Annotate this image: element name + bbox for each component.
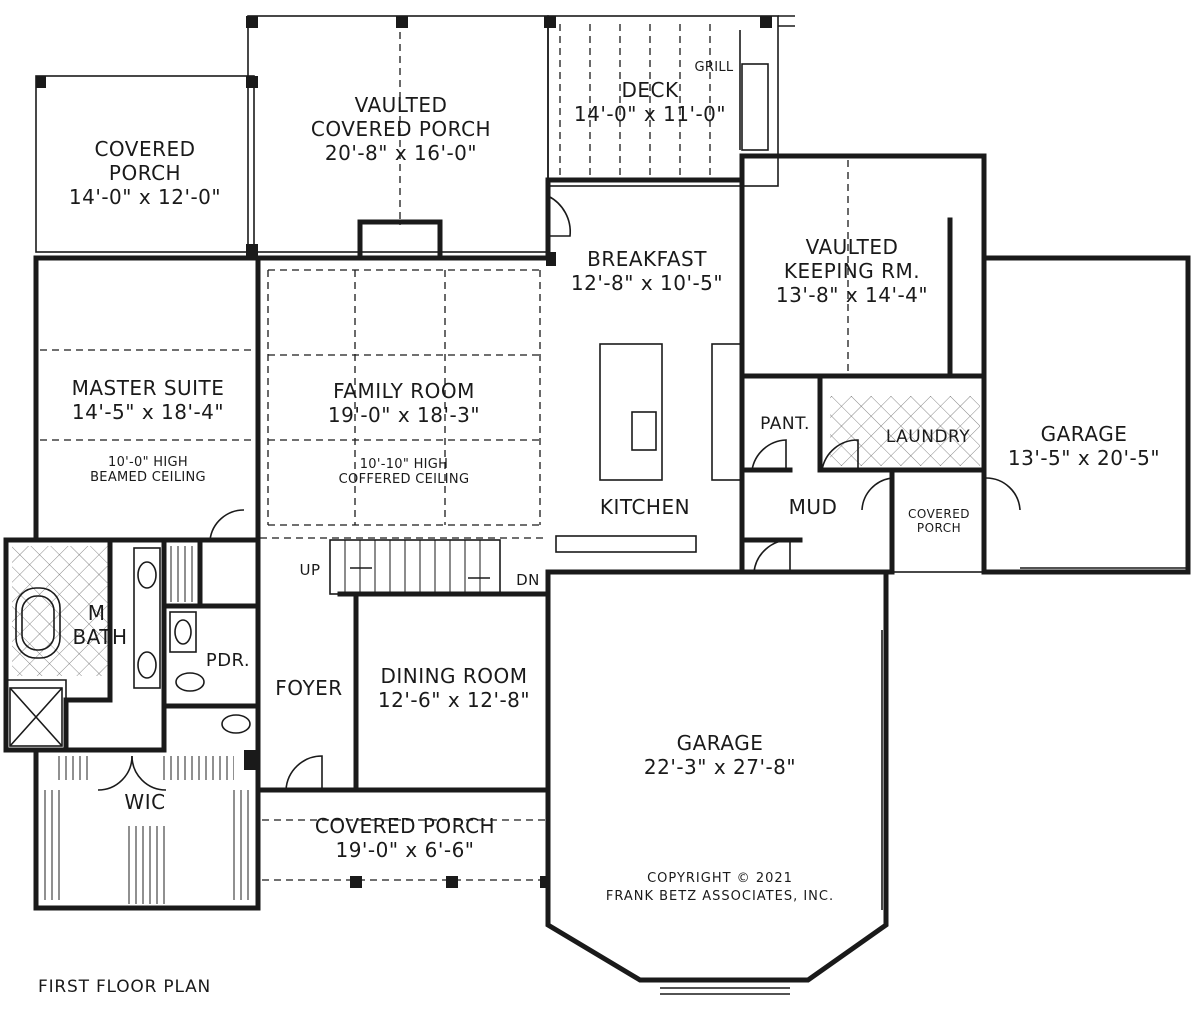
- ceiling-note-line: 10'-0" HIGH: [108, 455, 188, 470]
- room-mud: MUD: [788, 495, 838, 519]
- stairs-down-label: DN: [516, 571, 540, 589]
- plan-title: FIRST FLOOR PLAN: [38, 977, 212, 997]
- room-covered-porch-nw: COVERED PORCH 14'-0" x 12'-0": [50, 137, 240, 209]
- room-dimensions: 19'-0" x 6'-6": [335, 838, 475, 862]
- door-swings: [97, 195, 1021, 791]
- room-dimensions: 20'-8" x 16'-0": [324, 141, 478, 165]
- room-name-line: COVERED: [907, 507, 971, 521]
- room-breakfast: BREAKFAST 12'-8" x 10'-5": [562, 247, 732, 295]
- copyright-line: FRANK BETZ ASSOCIATES, INC.: [605, 889, 835, 904]
- room-family: FAMILY ROOM 19'-0" x 18'-3": [300, 379, 508, 427]
- ceiling-note-line: BEAMED CEILING: [90, 470, 206, 485]
- kitchen-fixtures: [555, 343, 743, 553]
- room-name: MASTER SUITE: [71, 376, 225, 400]
- room-deck: DECK 14'-0" x 11'-0": [560, 78, 740, 126]
- room-covered-porch-front: COVERED PORCH 19'-0" x 6'-6": [300, 814, 510, 862]
- master-ceiling-note: 10'-0" HIGH BEAMED CEILING: [60, 455, 236, 485]
- room-dimensions: 13'-5" x 20'-5": [1007, 446, 1161, 470]
- room-dining: DINING ROOM 12'-6" x 12'-8": [362, 664, 546, 712]
- copyright-line: COPYRIGHT © 2021: [647, 871, 793, 886]
- room-foyer: FOYER: [275, 676, 343, 700]
- family-ceiling-note: 10'-10" HIGH COFFERED CEILING: [320, 457, 488, 487]
- misc-lines: [244, 252, 1186, 995]
- room-master-bath: M. BATH: [60, 601, 140, 649]
- room-name: GARAGE: [1040, 422, 1128, 446]
- room-name-line: M.: [87, 601, 113, 625]
- room-name-line: COVERED: [94, 137, 196, 161]
- room-name: BREAKFAST: [587, 247, 707, 271]
- room-garage-main: GARAGE 22'-3" x 27'-8": [630, 731, 810, 779]
- room-dimensions: 14'-0" x 11'-0": [573, 102, 727, 126]
- room-name-line: PORCH: [108, 161, 182, 185]
- room-vaulted-covered-porch: VAULTED COVERED PORCH 20'-8" x 16'-0": [296, 93, 506, 165]
- ceiling-lines: [40, 160, 849, 881]
- copyright-notice: COPYRIGHT © 2021 FRANK BETZ ASSOCIATES, …: [570, 870, 870, 906]
- room-name: COVERED PORCH: [314, 814, 496, 838]
- room-name: DINING ROOM: [380, 664, 528, 688]
- room-dimensions: 19'-0" x 18'-3": [327, 403, 481, 427]
- room-laundry: LAUNDRY: [885, 427, 971, 447]
- room-powder: PDR.: [205, 650, 251, 671]
- room-keeping: VAULTED KEEPING RM. 13'-8" x 14'-4": [762, 235, 942, 307]
- room-kitchen: KITCHEN: [599, 495, 691, 519]
- room-master-suite: MASTER SUITE 14'-5" x 18'-4": [50, 376, 246, 424]
- ceiling-note-line: COFFERED CEILING: [338, 472, 470, 487]
- room-covered-porch-small: COVERED PORCH: [896, 507, 982, 535]
- room-dimensions: 14'-0" x 12'-0": [68, 185, 222, 209]
- room-pantry: PANT.: [760, 414, 810, 434]
- room-name-line: PORCH: [916, 521, 962, 535]
- room-wic: WIC: [124, 790, 166, 814]
- room-name-line: BATH: [72, 625, 128, 649]
- room-dimensions: 12'-6" x 12'-8": [377, 688, 531, 712]
- room-name-line: VAULTED: [354, 93, 448, 117]
- ceiling-note-line: 10'-10" HIGH: [359, 457, 449, 472]
- bath-fixtures: [9, 547, 251, 747]
- stairs: [329, 539, 501, 595]
- grill-label: GRILL: [694, 60, 734, 75]
- exterior-walls: [3, 153, 1191, 983]
- closet-rods: [40, 546, 254, 904]
- room-dimensions: 13'-8" x 14'-4": [775, 283, 929, 307]
- room-name: DECK: [621, 78, 679, 102]
- room-name-line: COVERED PORCH: [310, 117, 492, 141]
- tile-floors: [12, 396, 980, 676]
- porch-posts: [36, 16, 772, 256]
- room-dimensions: 12'-8" x 10'-5": [570, 271, 724, 295]
- room-name-line: VAULTED: [805, 235, 899, 259]
- room-name: FAMILY ROOM: [333, 379, 475, 403]
- room-name: GARAGE: [676, 731, 764, 755]
- room-name-line: KEEPING RM.: [783, 259, 921, 283]
- stairs-up-label: UP: [299, 561, 321, 579]
- room-dimensions: 14'-5" x 18'-4": [71, 400, 225, 424]
- room-garage-east: GARAGE 13'-5" x 20'-5": [1004, 422, 1164, 470]
- room-dimensions: 22'-3" x 27'-8": [643, 755, 797, 779]
